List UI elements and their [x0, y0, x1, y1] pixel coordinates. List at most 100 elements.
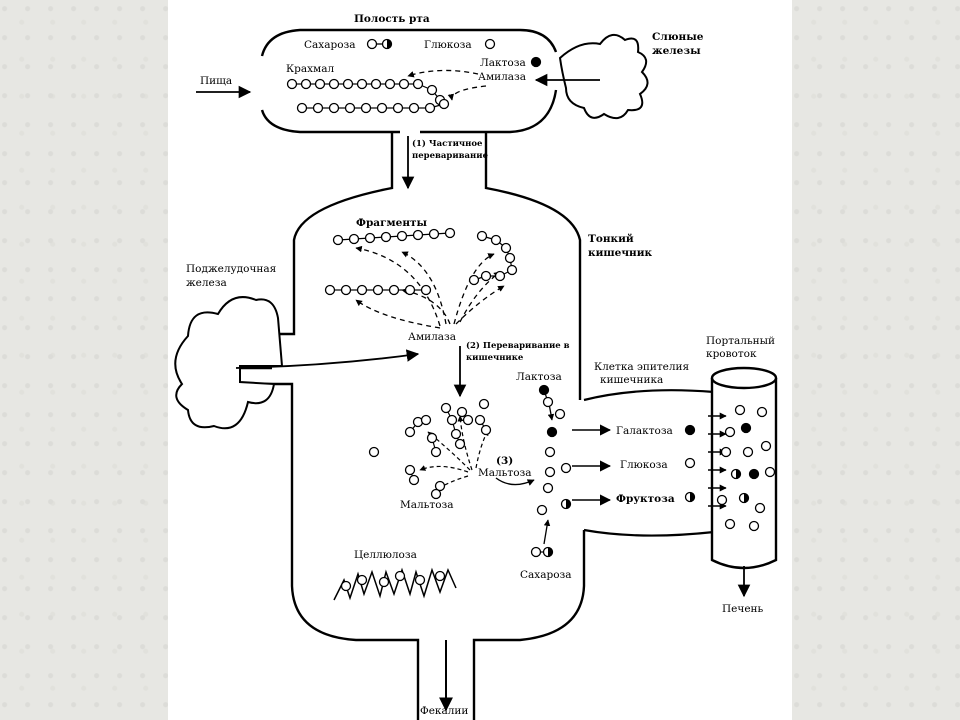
- starch-bead: [426, 84, 438, 96]
- vein-molecule: [730, 468, 742, 480]
- food-label: Пища: [200, 75, 232, 87]
- fragment-bead: [356, 284, 368, 296]
- mouth-amylase-dashed-arrows: [407, 69, 487, 101]
- fragment-chains: [324, 227, 518, 296]
- epithelial-cell-shape: [583, 389, 715, 537]
- fragments-label: Фрагменты: [356, 217, 428, 229]
- fragment-bead: [428, 228, 440, 240]
- fragment-bead: [380, 231, 392, 243]
- fragment-bead: [476, 230, 488, 242]
- sucrose-split-arrow: [543, 519, 551, 545]
- cellulose-beads: [340, 570, 446, 592]
- maltose-bead: [404, 464, 416, 476]
- vein-molecule: [748, 520, 760, 532]
- epithelial-label: Клетка эпителия кишечника: [594, 361, 693, 386]
- vein-molecule: [748, 468, 760, 480]
- maltose-bead: [420, 414, 432, 426]
- starch-bead: [286, 78, 298, 90]
- starch-bead: [356, 78, 368, 90]
- salivary-glands-label: Слюные железы: [652, 31, 707, 57]
- lactose-mid-label: Лактоза: [516, 371, 562, 383]
- maltose-bead: [478, 398, 490, 410]
- monosaccharide: [560, 462, 572, 474]
- step3-label: (3): [496, 455, 513, 467]
- monosaccharide: [554, 408, 566, 420]
- glucose-symbol-top: [484, 38, 496, 50]
- maltose-a-label: Мальтоза: [478, 467, 532, 479]
- fragment-bead: [480, 270, 492, 282]
- monosaccharide: [560, 498, 572, 510]
- vein-molecule: [760, 440, 772, 452]
- cellulose-bead: [434, 570, 446, 582]
- maltose-bead: [430, 446, 442, 458]
- epithelial-line2: кишечника: [600, 374, 663, 386]
- starch-bead: [342, 78, 354, 90]
- lactose-symbol-top: [530, 56, 542, 68]
- vein-molecule: [742, 446, 754, 458]
- starch-bead: [314, 78, 326, 90]
- fragment-bead: [340, 284, 352, 296]
- vein-molecule: [716, 494, 728, 506]
- lactose-bead: [542, 396, 554, 408]
- background-left: [0, 0, 168, 720]
- portal-vein-line1: Портальный: [706, 335, 775, 347]
- fragment-bead: [332, 234, 344, 246]
- vein-molecule: [754, 502, 766, 514]
- glucose-top-label: Глюкоза: [424, 39, 472, 51]
- fragment-bead: [388, 284, 400, 296]
- intestine-outline-right: [472, 132, 586, 720]
- step2-line2: кишечнике: [466, 353, 524, 363]
- fragment-bead: [500, 242, 512, 254]
- vein-molecules: [716, 404, 776, 532]
- free-glucose-bead: [368, 446, 380, 458]
- maltose-bead: [408, 474, 420, 486]
- maltose-bead: [434, 480, 446, 492]
- feces-label: Фекалии: [420, 705, 468, 717]
- maltose-bead: [456, 406, 468, 418]
- starch-label: Крахмал: [286, 63, 334, 75]
- lactose-bead: [538, 384, 550, 396]
- amylase-top-label: Амилаза: [478, 71, 526, 83]
- starch-bead: [328, 102, 340, 114]
- sucrose-top-label: Сахароза: [304, 39, 356, 51]
- fragment-bead: [348, 233, 360, 245]
- pancreas-line1: Поджелудочная: [186, 263, 277, 275]
- galactose-label: Галактоза: [616, 425, 673, 437]
- maltose-bead: [480, 424, 492, 436]
- starch-bead: [412, 78, 424, 90]
- small-intestine-line2: кишечник: [588, 247, 652, 259]
- starch-bead: [376, 102, 388, 114]
- pancreas-shape: [174, 296, 284, 430]
- vein-molecule: [764, 466, 776, 478]
- step2-label: (2) Переваривание в кишечнике: [466, 340, 573, 363]
- starch-bead: [296, 102, 308, 114]
- sucrose-bead: [530, 546, 542, 558]
- starch-bead: [312, 102, 324, 114]
- background-right: [792, 0, 960, 720]
- fragment-bead: [324, 284, 336, 296]
- pancreas-arrow: [235, 349, 420, 369]
- lactose-top-label: Лактоза: [480, 57, 526, 69]
- vein-molecule: [738, 492, 750, 504]
- fragment-bead: [468, 274, 480, 286]
- cellulose-bead: [378, 576, 390, 588]
- starch-bead: [408, 102, 420, 114]
- starch-bead: [384, 78, 396, 90]
- fragment-bead: [404, 284, 416, 296]
- salivary-glands-line1: Слюные: [652, 31, 704, 43]
- starch-bead: [328, 78, 340, 90]
- fragment-bead: [420, 284, 432, 296]
- liver-label: Печень: [722, 603, 764, 615]
- fragment-bead: [364, 232, 376, 244]
- starch-bead: [438, 98, 450, 110]
- mouth-outline: [260, 28, 558, 134]
- cellulose-zigzag: [333, 567, 457, 601]
- cellulose-bead: [414, 574, 426, 586]
- maltose-to-monosaccharides-arrow: [495, 477, 535, 486]
- fragment-bead: [372, 284, 384, 296]
- monosaccharide: [546, 426, 558, 438]
- starch-bead: [344, 102, 356, 114]
- step1-line1: (1) Частичное: [412, 138, 483, 149]
- starch-bead: [300, 78, 312, 90]
- small-intestine-line1: Тонкий: [588, 233, 634, 245]
